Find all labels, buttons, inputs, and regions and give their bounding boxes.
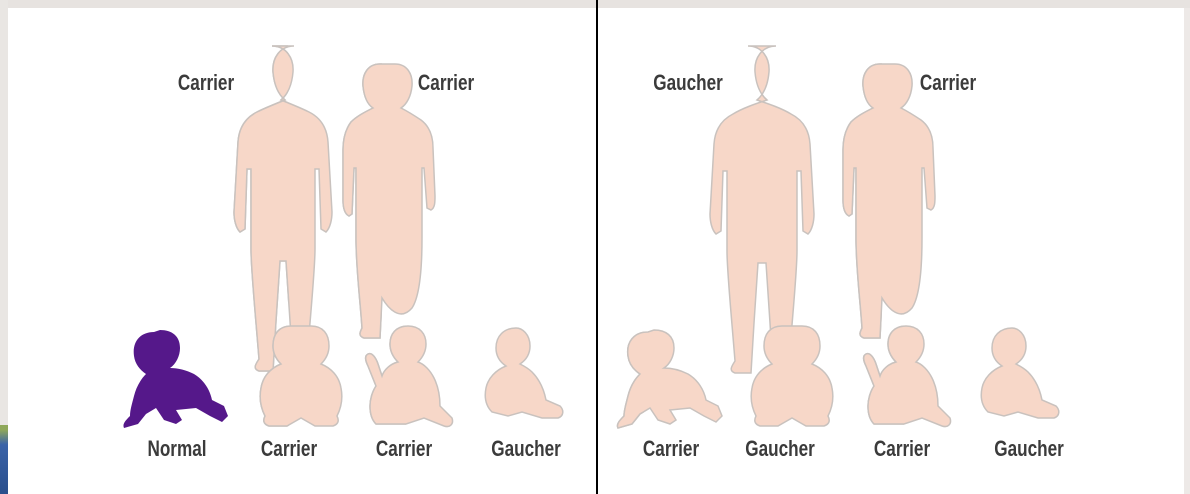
inheritance-diagram-right: Gaucher Carrier Carrier Gaucher Carrier … [598, 8, 1184, 494]
background-left-strip [0, 0, 8, 494]
mother-label: Carrier [418, 71, 475, 96]
father-figure [710, 46, 814, 373]
child-1-label: Normal [147, 437, 206, 462]
child-3-figure [864, 326, 951, 427]
child-3-label: Carrier [376, 437, 433, 462]
child-4-silhouette [981, 328, 1059, 418]
child-3-figure [366, 326, 453, 427]
mother-figure [843, 64, 935, 338]
father-silhouette [710, 46, 814, 373]
child-3-label: Carrier [874, 437, 931, 462]
child-4-silhouette [485, 328, 563, 418]
child-2-label: Gaucher [745, 437, 815, 462]
child-4-label: Gaucher [994, 437, 1064, 462]
child-1-figure [123, 330, 228, 428]
father-label: Carrier [178, 71, 235, 96]
background-top-strip [0, 0, 1190, 8]
child-1-label: Carrier [643, 437, 700, 462]
child-2-silhouette [751, 326, 833, 426]
father-label: Gaucher [653, 71, 723, 96]
inheritance-panel-carrier-x-carrier: Carrier Carrier Normal Carrier Carrier G… [8, 8, 596, 494]
father-figure [234, 46, 332, 371]
inheritance-panel-gaucher-x-carrier: Gaucher Carrier Carrier Gaucher Carrier … [598, 8, 1184, 494]
child-4-figure [485, 328, 563, 418]
child-4-figure [981, 328, 1059, 418]
mother-label: Carrier [920, 71, 977, 96]
child-1-figure [617, 330, 722, 428]
child-2-label: Carrier [261, 437, 318, 462]
inheritance-diagram-left: Carrier Carrier Normal Carrier Carrier G… [8, 8, 596, 494]
child-1-silhouette [123, 330, 228, 428]
father-silhouette-purple-half [234, 46, 332, 371]
mother-figure [343, 64, 435, 338]
child-2-figure [751, 326, 833, 426]
child-4-label: Gaucher [491, 437, 561, 462]
